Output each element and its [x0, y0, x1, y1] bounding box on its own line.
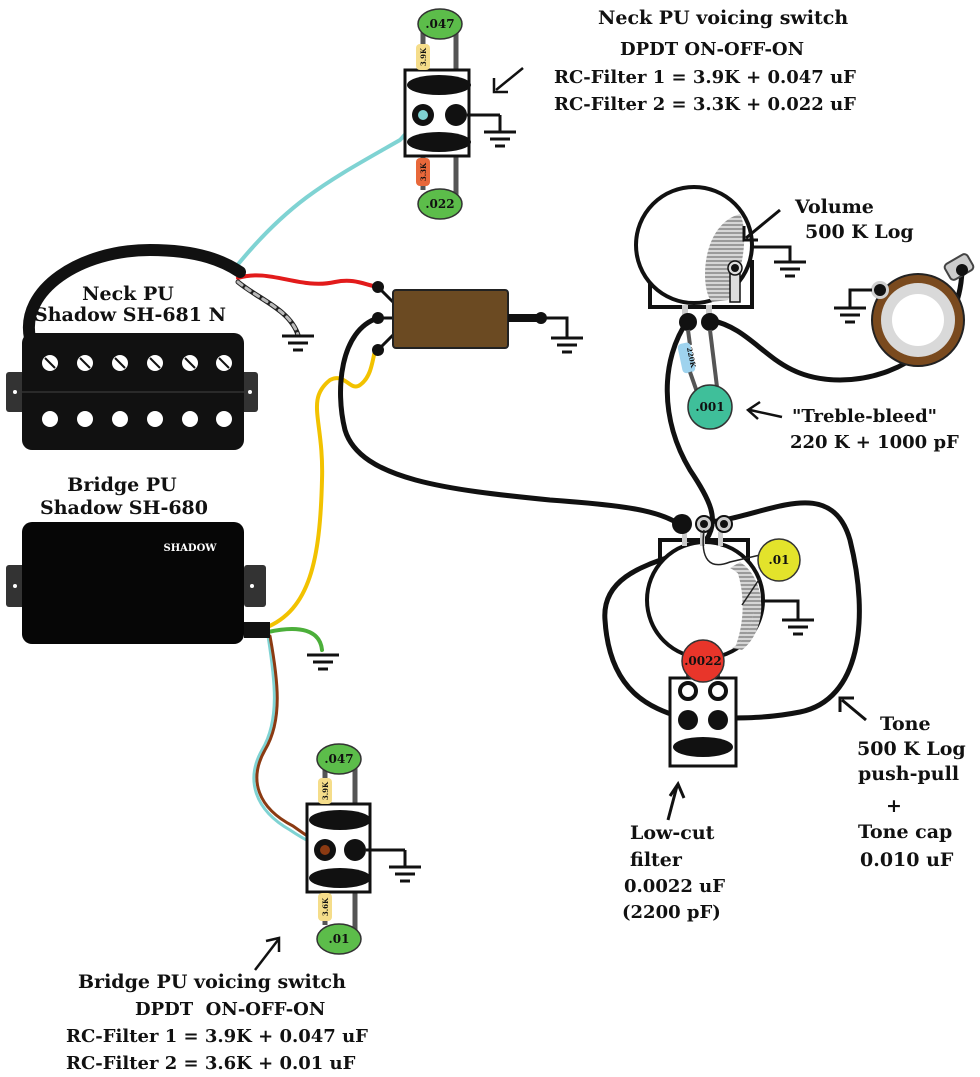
- neck-pickup-screws: [42, 355, 232, 371]
- wire-tone-right-loop: [703, 500, 862, 721]
- brown-component-block: [392, 289, 509, 349]
- wire-bridge-cyan: [252, 634, 329, 850]
- neck-res-bottom: 3.3K: [416, 158, 430, 186]
- tone-plus: +: [886, 795, 902, 817]
- low-cut-value-pf: (2200 pF): [622, 902, 721, 923]
- svg-text:3.3K: 3.3K: [419, 162, 428, 181]
- low-cut-label: Low-cut: [630, 822, 715, 844]
- tone-ground-icon: [780, 618, 816, 636]
- neck-switch-title: Neck PU voicing switch: [598, 7, 848, 29]
- tone-label: Tone: [880, 713, 931, 735]
- tone-type: push-pull: [858, 763, 959, 785]
- bridge-pickup-label: Bridge PU: [67, 474, 177, 496]
- volume-value: 500 K Log: [805, 221, 914, 243]
- neck-res-top: 3.9K: [416, 44, 430, 70]
- wire-bridge-yellow: [263, 348, 377, 630]
- volume-pot[interactable]: [634, 185, 754, 331]
- push-pull-switch[interactable]: .0022: [668, 639, 738, 768]
- bridge-cap-top: .047: [316, 743, 362, 775]
- bridge-cap-bottom: .01: [316, 923, 362, 955]
- neck-ground-icon: [280, 334, 316, 352]
- neck-switch-type: DPDT ON-OFF-ON: [620, 39, 804, 60]
- bridge-res-bottom: 3.6K: [318, 893, 332, 921]
- svg-text:3.9K: 3.9K: [321, 781, 330, 800]
- jack-ground-icon: [832, 306, 868, 324]
- neck-voicing-switch[interactable]: .047 3.9K 3.3K .022: [403, 8, 518, 220]
- bridge-pickup-brand: SHADOW: [163, 543, 217, 554]
- arrow-bridge-switch: [254, 936, 281, 971]
- low-cut-label-2: filter: [630, 849, 683, 871]
- wire-bridge-green: [266, 627, 324, 652]
- tone-pot[interactable]: .01: [645, 514, 801, 660]
- low-cut-value: 0.0022 uF: [624, 876, 725, 897]
- arrow-low-cut: [666, 780, 686, 821]
- arrow-treble-bleed: [745, 400, 783, 420]
- volume-ground-icon: [772, 260, 808, 278]
- neck-switch-filter1: RC-Filter 1 = 3.9K + 0.047 uF: [554, 67, 856, 88]
- treble-bleed: 220K .001: [677, 329, 733, 430]
- neck-cap-top-label: .047: [425, 17, 454, 31]
- svg-text:220K: 220K: [685, 346, 698, 369]
- wire-neck-ground-shield: [236, 280, 300, 337]
- neck-pickup-cable: [22, 244, 246, 344]
- treble-bleed-label: "Treble-bleed": [792, 406, 937, 427]
- neck-cap-bottom: .022: [417, 188, 463, 220]
- jack-junction: [372, 281, 396, 356]
- bridge-ground-icon: [305, 653, 341, 671]
- low-cut-cap-label: .0022: [684, 654, 722, 668]
- tone-cap-label: .01: [769, 553, 790, 567]
- wire-neck-red: [236, 273, 380, 289]
- output-jack[interactable]: [871, 253, 975, 367]
- neck-pickup-poles: [42, 411, 232, 427]
- arrow-neck-switch: [492, 67, 524, 94]
- neck-pickup-model: Shadow SH-681 N: [34, 304, 226, 326]
- bridge-switch-filter2: RC-Filter 2 = 3.6K + 0.01 uF: [66, 1053, 356, 1074]
- bridge-pickup-model: Shadow SH-680: [40, 497, 208, 519]
- volume-label: Volume: [794, 196, 874, 218]
- tone-cap-title: Tone cap: [858, 821, 952, 843]
- wire-neck-cyan: [233, 113, 423, 270]
- neck-pickup: [6, 333, 258, 450]
- wire-to-tone: [338, 315, 683, 528]
- arrow-volume: [742, 208, 781, 242]
- arrow-tone: [838, 696, 867, 722]
- bridge-switch-type: DPDT ON-OFF-ON: [135, 999, 325, 1020]
- neck-pickup-label: Neck PU: [82, 283, 174, 305]
- neck-cap-top: .047: [417, 8, 463, 40]
- treble-bleed-cap-label: .001: [695, 400, 724, 414]
- bridge-switch-title: Bridge PU voicing switch: [78, 971, 346, 993]
- block-ground-icon: [549, 336, 585, 354]
- tone-cap-value: 0.010 uF: [860, 849, 954, 871]
- svg-text:.047: .047: [324, 752, 353, 766]
- bridge-pickup: SHADOW: [6, 522, 270, 644]
- svg-text:3.6K: 3.6K: [321, 897, 330, 916]
- tone-value: 500 K Log: [857, 738, 966, 760]
- bridge-switch-filter1: RC-Filter 1 = 3.9K + 0.047 uF: [66, 1026, 368, 1047]
- svg-text:.01: .01: [329, 932, 350, 946]
- bridge-voicing-switch[interactable]: .047 3.9K 3.6K .01: [305, 743, 423, 955]
- svg-text:.022: .022: [425, 197, 454, 211]
- treble-bleed-value: 220 K + 1000 pF: [790, 432, 959, 453]
- bridge-res-top: 3.9K: [318, 778, 332, 804]
- neck-switch-filter2: RC-Filter 2 = 3.3K + 0.022 uF: [554, 94, 856, 115]
- svg-text:3.9K: 3.9K: [419, 47, 428, 66]
